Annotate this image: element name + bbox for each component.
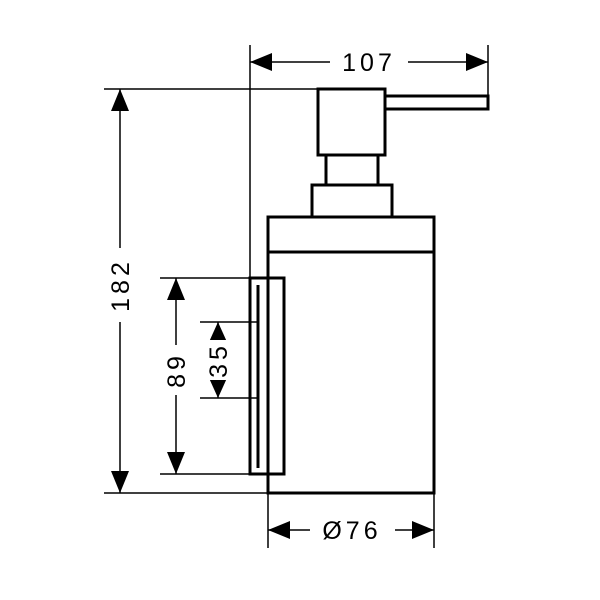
dimension-89-label: 89 xyxy=(163,352,191,388)
extension-lines xyxy=(104,45,489,548)
dimension-width-total: 107 xyxy=(250,49,488,77)
dimension-height-total: 182 xyxy=(107,89,135,493)
pump-spout xyxy=(383,94,490,111)
container-body xyxy=(266,215,436,495)
pump-collar xyxy=(310,183,394,219)
dimension-bracket-height: 35 xyxy=(204,322,233,398)
wall-bracket xyxy=(248,276,286,476)
dimension-mount-height: 89 xyxy=(163,278,191,474)
pump-neck xyxy=(324,153,380,187)
dispenser-outline xyxy=(248,87,490,495)
pump-head xyxy=(316,87,387,157)
dimension-diameter-label: Ø76 xyxy=(322,517,381,545)
dimension-35-label: 35 xyxy=(205,342,233,378)
dimension-182-label: 182 xyxy=(107,258,135,312)
dimension-diameter: Ø76 xyxy=(268,517,434,545)
dimension-107-label: 107 xyxy=(342,49,396,77)
